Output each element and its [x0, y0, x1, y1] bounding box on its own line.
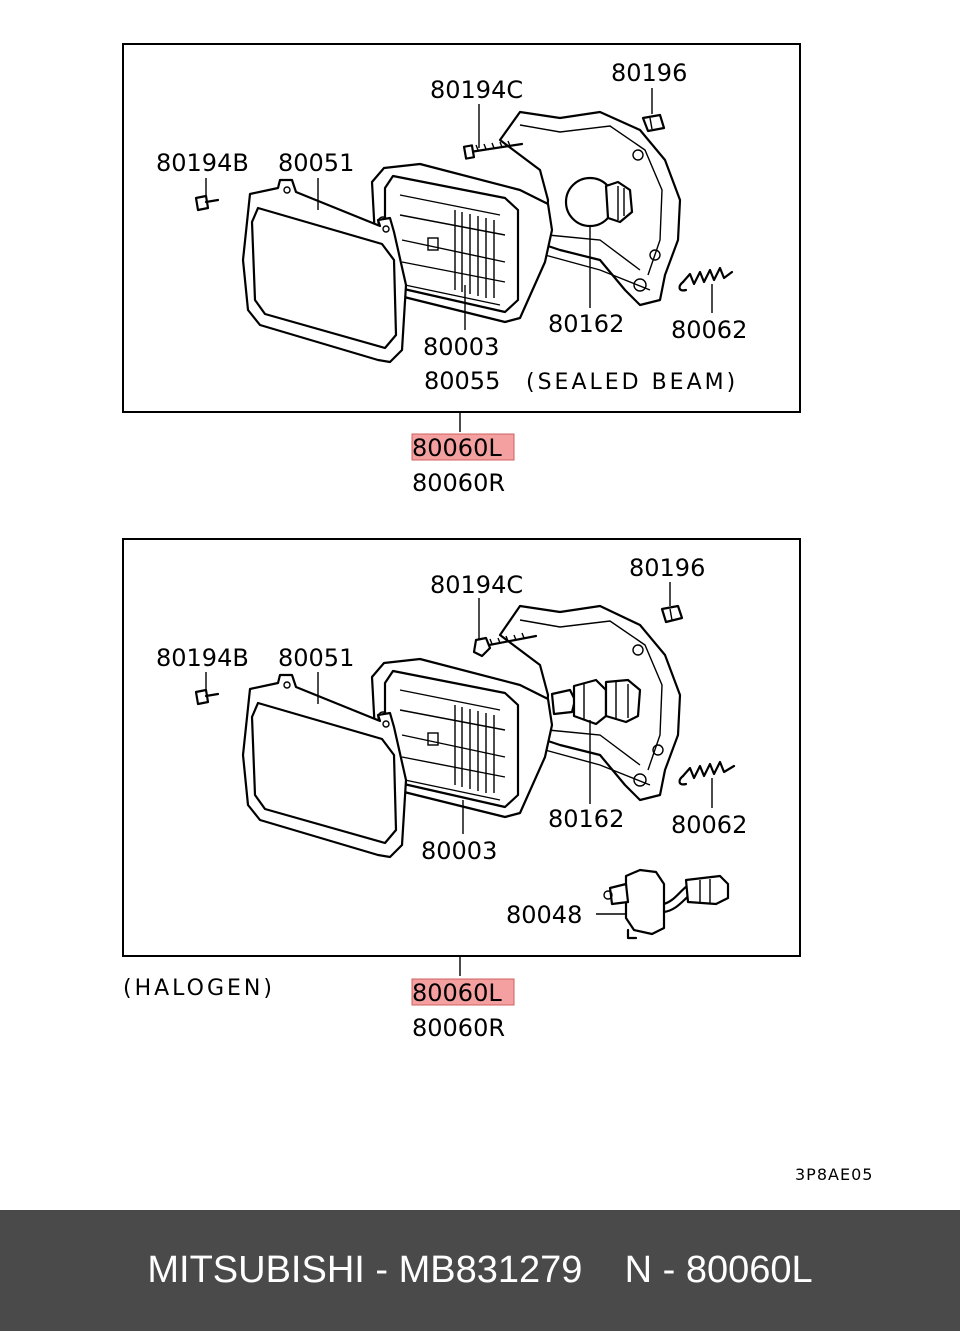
- diagram-code: 3P8AE05: [795, 1165, 873, 1184]
- label-80194c: 80194C: [430, 76, 523, 104]
- screw-b: [194, 194, 220, 212]
- bulb: [564, 176, 634, 228]
- footer-bar: MITSUBISHI - MB831279 N - 80060L: [0, 1210, 960, 1331]
- label-80003: 80003: [423, 333, 499, 361]
- clip: [660, 604, 684, 624]
- spring: [678, 266, 734, 292]
- label-80196: 80196: [611, 59, 687, 87]
- label-80048: 80048: [506, 901, 582, 929]
- ref-80060r: 80060R: [412, 469, 505, 497]
- headlamp-parts-diagram: 80194C 80196 80194B 80051 80162 80062 80…: [122, 43, 873, 1184]
- spring: [678, 760, 736, 786]
- label-80162: 80162: [548, 805, 624, 833]
- label-80055: 80055: [424, 367, 500, 395]
- sealed-beam-unit: [370, 162, 554, 324]
- note-sealed-beam: (SEALED BEAM): [526, 370, 738, 395]
- adjust-screw-c: [472, 632, 538, 658]
- section-frame: [122, 538, 801, 957]
- ref-80060l[interactable]: 80060L: [412, 979, 502, 1007]
- highlight-80060l: [411, 433, 515, 461]
- section-halogen: 80194C 80196 80194B 80051 80162 80062 80…: [122, 538, 801, 1042]
- headlamp-rim: [241, 178, 408, 364]
- label-80062: 80062: [671, 316, 747, 344]
- highlight-80060l: [411, 978, 515, 1006]
- label-80194c: 80194C: [430, 571, 523, 599]
- label-80062: 80062: [671, 811, 747, 839]
- headlamp-rim: [241, 673, 408, 859]
- halogen-bulb: [550, 678, 642, 726]
- label-80194b: 80194B: [156, 149, 249, 177]
- label-80194b: 80194B: [156, 644, 249, 672]
- clip: [641, 113, 666, 133]
- label-80051: 80051: [278, 149, 354, 177]
- footer-part-info: MITSUBISHI - MB831279 N - 80060L: [147, 1249, 813, 1291]
- section-sealed-beam: 80194C 80196 80194B 80051 80162 80062 80…: [122, 43, 801, 497]
- leader-lines: [205, 582, 713, 976]
- note-halogen: (HALOGEN): [123, 976, 275, 1001]
- label-80003: 80003: [421, 837, 497, 865]
- label-80162: 80162: [548, 310, 624, 338]
- socket-harness: [603, 868, 730, 940]
- adjust-screw-c: [462, 140, 524, 160]
- ref-80060l[interactable]: 80060L: [412, 434, 502, 462]
- screw-b: [194, 688, 220, 706]
- label-80196: 80196: [629, 554, 705, 582]
- section-frame: [122, 43, 801, 413]
- label-80051: 80051: [278, 644, 354, 672]
- ref-80060r: 80060R: [412, 1014, 505, 1042]
- leader-lines: [205, 88, 713, 432]
